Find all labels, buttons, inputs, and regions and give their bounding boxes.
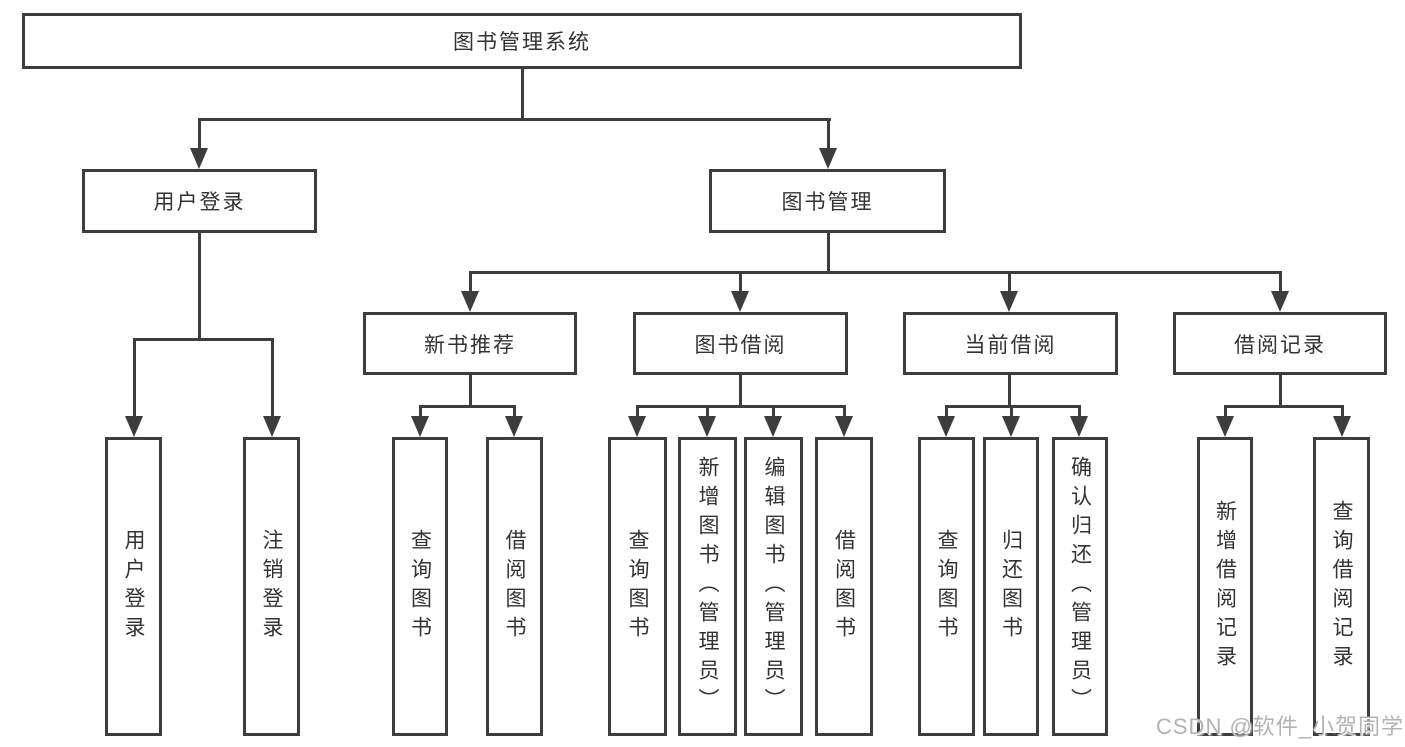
node-new-book-recommend-label: 新书推荐: [424, 333, 516, 357]
leaf-records-add-record: 新增借阅记录: [1197, 437, 1253, 736]
connector-login-stub: [198, 233, 201, 341]
connector-level1-rail: [198, 118, 831, 121]
connector-arrow-shaft: [1224, 405, 1227, 419]
leaf-current-query-books: 查询图书: [918, 437, 975, 736]
node-root-label: 图书管理系统: [453, 31, 591, 54]
connector-records-stub: [1279, 375, 1282, 408]
connector-recommend-rail: [419, 405, 516, 408]
connector-arrow-shaft: [1279, 271, 1282, 294]
connector-arrow-shaft: [706, 405, 709, 419]
node-borrow-records-label: 借阅记录: [1234, 333, 1326, 357]
connector-arrow-shaft: [133, 338, 136, 419]
leaf-records-query-record: 查询借阅记录: [1313, 437, 1370, 736]
arrowhead-borrow-edit: [764, 416, 782, 437]
arrowhead-recommend-query: [411, 416, 429, 437]
connector-arrow-shaft: [636, 405, 639, 419]
leaf-recommend-borrow-books: 借阅图书: [486, 437, 543, 736]
connector-arrow-shaft: [513, 405, 516, 419]
leaf-borrow-borrow-books: 借阅图书: [815, 437, 873, 736]
connector-arrow-shaft: [198, 118, 201, 151]
leaf-current-return-books: 归还图书: [983, 437, 1039, 736]
node-book-borrow-label: 图书借阅: [694, 333, 787, 357]
node-book-borrow: 图书借阅: [633, 312, 848, 375]
connector-arrow-shaft: [739, 271, 742, 294]
leaf-borrow-query-books: 查询图书: [608, 437, 667, 736]
node-borrow-records: 借阅记录: [1173, 312, 1387, 375]
connector-arrow-shaft: [1010, 405, 1013, 419]
arrowhead-recommend-borrow: [505, 416, 523, 437]
arrowhead-new-book-recommend: [461, 291, 479, 312]
connector-arrow-shaft: [1078, 405, 1081, 419]
arrowhead-records-add: [1216, 416, 1234, 437]
node-user-login: 用户登录: [82, 169, 317, 233]
arrowhead-current-borrow: [1000, 291, 1018, 312]
arrowhead-borrow-query: [628, 416, 646, 437]
connector-level2-rail: [469, 271, 1281, 274]
arrowhead-borrow-records: [1271, 291, 1289, 312]
connector-arrow-shaft: [843, 405, 846, 419]
leaf-recommend-query-books: 查询图书: [392, 437, 448, 736]
leaf-current-confirm-return-admin: 确认归还（管理员）: [1052, 437, 1108, 736]
connector-current-stub: [1008, 375, 1011, 408]
leaf-logout: 注销登录: [243, 437, 300, 736]
arrowhead-records-query: [1333, 416, 1351, 437]
node-current-borrow-label: 当前借阅: [964, 333, 1057, 357]
leaf-borrow-add-books-admin: 新增图书（管理员）: [678, 437, 737, 736]
connector-borrow-rail: [636, 405, 845, 408]
node-root: 图书管理系统: [22, 13, 1022, 69]
node-book-management: 图书管理: [709, 169, 946, 233]
connector-root-stub: [521, 69, 524, 121]
arrowhead-borrow-borrow: [835, 416, 853, 437]
node-book-management-label: 图书管理: [781, 191, 874, 214]
arrowhead-user-login: [190, 148, 208, 169]
connector-arrow-shaft: [1341, 405, 1344, 419]
node-new-book-recommend: 新书推荐: [363, 312, 577, 375]
connector-login-rail: [133, 338, 274, 341]
arrowhead-current-query: [937, 416, 955, 437]
leaf-user-login: 用户登录: [105, 437, 162, 736]
connector-arrow-shaft: [772, 405, 775, 419]
leaf-borrow-edit-books-admin: 编辑图书（管理员）: [744, 437, 803, 736]
connector-arrow-shaft: [827, 118, 830, 151]
connector-recommend-stub: [469, 375, 472, 408]
connector-arrow-shaft: [469, 271, 472, 294]
arrowhead-book-management: [819, 148, 837, 169]
connector-management-stub: [827, 233, 830, 274]
connector-arrow-shaft: [419, 405, 422, 419]
arrowhead-current-return: [1002, 416, 1020, 437]
node-user-login-label: 用户登录: [153, 191, 246, 214]
node-current-borrow: 当前借阅: [903, 312, 1118, 375]
arrowhead-leaf-logout: [263, 416, 281, 437]
connector-arrow-shaft: [1008, 271, 1011, 294]
connector-borrow-stub: [739, 375, 742, 408]
arrowhead-leaf-user-login: [125, 416, 143, 437]
csdn-watermark: CSDN @软件_小贺同学: [1156, 714, 1405, 739]
arrowhead-book-borrow: [731, 291, 749, 312]
connector-arrow-shaft: [271, 338, 274, 419]
connector-records-rail: [1224, 405, 1343, 408]
arrowhead-current-confirm: [1070, 416, 1088, 437]
connector-arrow-shaft: [945, 405, 948, 419]
arrowhead-borrow-add: [698, 416, 716, 437]
